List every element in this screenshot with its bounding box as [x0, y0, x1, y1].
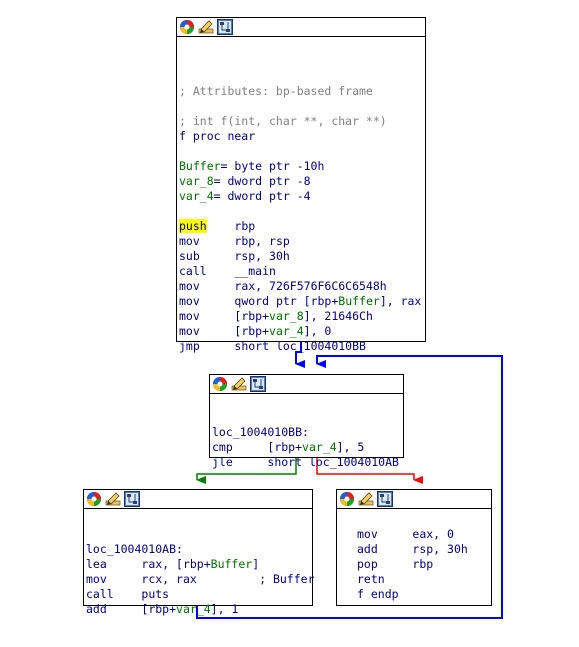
node-title-bar[interactable] [210, 375, 403, 394]
graph-node-loc-1004010ab[interactable]: loc_1004010AB:lea rax, [rbp+Buffer]mov r… [83, 489, 315, 616]
rename-node-icon[interactable] [105, 491, 121, 507]
code-label[interactable]: loc_1004010AB: [86, 542, 183, 556]
instruction-pop[interactable]: pop rbp [357, 557, 434, 571]
attributes-comment: ; Attributes: bp-based frame [179, 84, 373, 98]
instruction-mov[interactable]: mov [rbp+var_8], 21646Ch [179, 309, 373, 323]
instruction-jmp[interactable]: jmp short loc_1004010BB [179, 339, 366, 353]
node-title-bar[interactable] [84, 490, 312, 509]
graph-view-icon[interactable] [217, 19, 233, 35]
stack-var-buffer[interactable]: Buffer= byte ptr -10h [179, 159, 325, 173]
instruction-sub[interactable]: sub rsp, 30h [179, 249, 290, 263]
edge-true-branch [196, 458, 297, 484]
instruction-add[interactable]: add [rbp+var_4], 1 [86, 602, 239, 616]
prototype-comment: ; int f(int, char **, char **) [179, 114, 387, 128]
instruction-cmp[interactable]: cmp [rbp+var_4], 5 [212, 440, 365, 454]
proc-declaration[interactable]: f proc near [179, 129, 256, 143]
edge-loop-back [196, 355, 503, 619]
proc-end[interactable]: f endp [357, 587, 399, 601]
instruction-push[interactable]: push rbp [179, 219, 256, 233]
instruction-retn[interactable]: retn [357, 572, 385, 586]
node-title-bar[interactable] [177, 18, 425, 37]
instruction-lea[interactable]: lea rax, [rbp+Buffer] [86, 557, 260, 571]
graph-view-icon[interactable] [377, 491, 393, 507]
instruction-call[interactable]: call puts [86, 587, 170, 601]
graph-edges [196, 342, 503, 619]
instruction-mov[interactable]: mov rcx, rax ; Buffer [86, 572, 315, 586]
edge-jmp-to-loc-bb [295, 342, 305, 368]
color-palette-icon[interactable] [86, 491, 102, 507]
graph-node-f-entry[interactable]: ; Attributes: bp-based frame ; int f(int,… [176, 17, 426, 353]
rename-node-icon[interactable] [358, 491, 374, 507]
instruction-mov[interactable]: mov rbp, rsp [179, 234, 290, 248]
instruction-add[interactable]: add rsp, 30h [357, 542, 468, 556]
color-palette-icon[interactable] [179, 19, 195, 35]
stack-var-var4[interactable]: var_4= dword ptr -4 [179, 189, 311, 203]
disassembly-listing: ; Attributes: bp-based frame ; int f(int,… [179, 69, 423, 384]
instruction-mov[interactable]: mov eax, 0 [357, 527, 454, 541]
node-title-bar[interactable] [337, 490, 491, 509]
instruction-call[interactable]: call __main [179, 264, 276, 278]
color-palette-icon[interactable] [339, 491, 355, 507]
graph-view-icon[interactable] [124, 491, 140, 507]
edge-false-branch [316, 458, 423, 484]
rename-node-icon[interactable] [231, 376, 247, 392]
instruction-mov[interactable]: mov [rbp+var_4], 0 [179, 324, 332, 338]
graph-view-icon[interactable] [250, 376, 266, 392]
instruction-jle[interactable]: jle short loc_1004010AB [212, 455, 399, 469]
disassembly-listing: loc_1004010AB:lea rax, [rbp+Buffer]mov r… [86, 527, 315, 647]
rename-node-icon[interactable] [198, 19, 214, 35]
stack-var-var8[interactable]: var_8= dword ptr -8 [179, 174, 311, 188]
instruction-mov[interactable]: mov rax, 726F576F6C6C6548h [179, 279, 387, 293]
color-palette-icon[interactable] [212, 376, 228, 392]
code-label[interactable]: loc_1004010BB: [212, 425, 309, 439]
instruction-mov[interactable]: mov qword ptr [rbp+Buffer], rax [179, 294, 422, 308]
